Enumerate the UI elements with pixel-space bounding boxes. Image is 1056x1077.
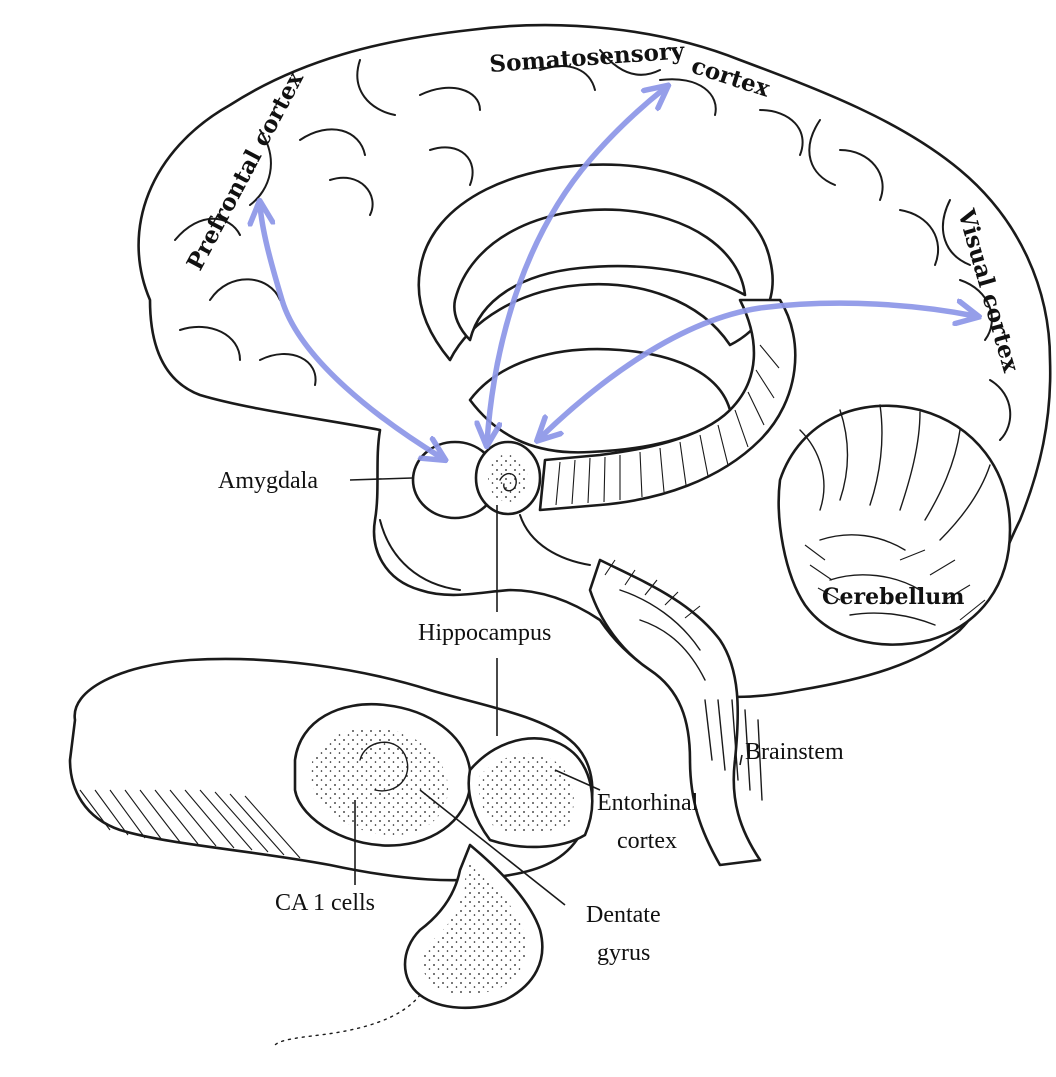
label-entorhinal-line1: Entorhinal	[597, 790, 699, 816]
label-amygdala: Amygdala	[218, 468, 318, 494]
label-hippocampus: Hippocampus	[418, 620, 551, 646]
label-dentate-line1: Dentate	[586, 902, 661, 928]
label-dentate-line2: gyrus	[597, 940, 650, 966]
label-entorhinal-line2: cortex	[617, 828, 677, 854]
label-brainstem: Brainstem	[745, 739, 844, 765]
label-ca1-cells: CA 1 cells	[275, 890, 375, 916]
hippocampus-detail	[70, 659, 592, 1045]
hippocampus-shape	[476, 442, 540, 514]
label-cerebellum: Cerebellum	[822, 584, 964, 610]
brainstem-leader	[740, 755, 742, 765]
